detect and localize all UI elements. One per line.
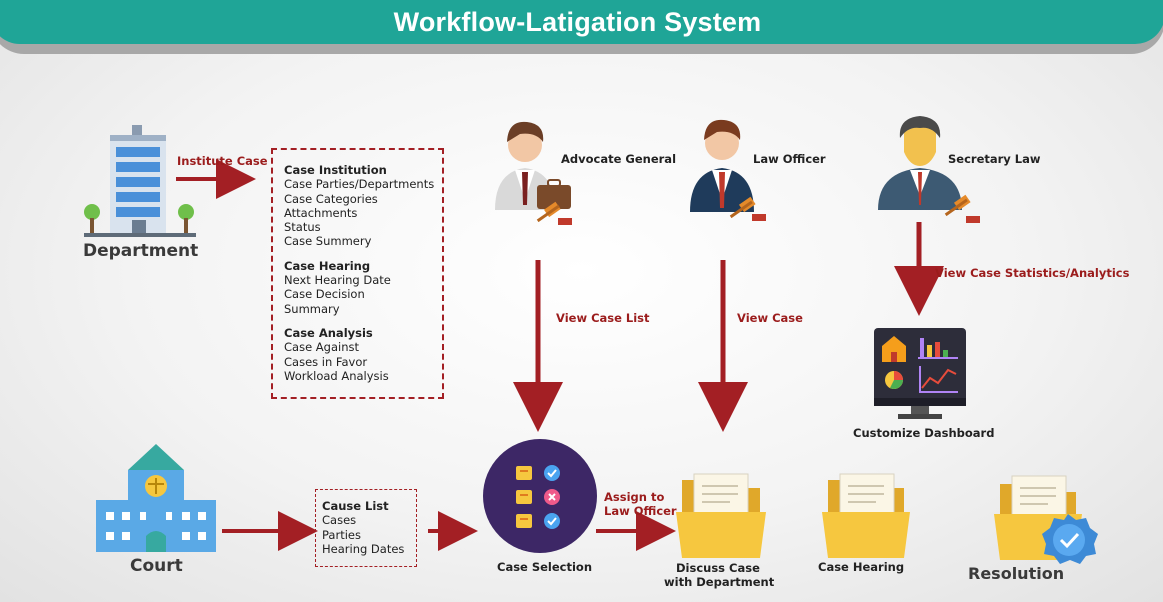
case-hearing-item: Next Hearing Date (284, 273, 391, 288)
case-institution-item: Case Parties/Departments (284, 177, 435, 192)
case-institution-item: Case Categories (284, 191, 378, 206)
assign-label-line2: Law Officer (604, 504, 677, 518)
verified-badge-icon (1042, 514, 1098, 564)
case-institution-item: Case Summery (284, 234, 372, 249)
page-title: Workflow-Latigation System (393, 6, 762, 37)
secretary-law-label: Secretary Law (948, 152, 1041, 166)
case-hearing-label: Case Hearing (818, 560, 905, 574)
case-details-box: Case Institution Case Parties/Department… (271, 148, 444, 399)
case-details-content: Case Institution Case Parties/Department… (284, 163, 434, 383)
view-stats-label: View Case Statistics/Analytics (935, 266, 1130, 280)
case-hearing-folder-icon (822, 473, 910, 558)
cause-list-item: Hearing Dates (322, 541, 405, 556)
dashboard-monitor-icon (874, 328, 966, 419)
discuss-case-folder-icon (676, 473, 766, 558)
case-analysis-item: Workload Analysis (284, 368, 389, 383)
cause-list-item: Cases (322, 513, 357, 528)
institute-case-label: Institute Case (177, 154, 268, 168)
title-banner: Workflow-Latigation System (0, 0, 1163, 44)
assign-label-line1: Assign to (604, 490, 665, 504)
case-hearing-item: Summary (284, 301, 340, 316)
cause-list-heading: Cause List (322, 499, 389, 513)
case-hearing-heading: Case Hearing (284, 258, 371, 273)
case-institution-item: Attachments (284, 205, 358, 220)
view-case-label: View Case (737, 311, 803, 325)
advocate-general-label: Advocate General (561, 152, 677, 166)
resolution-label: Resolution (968, 564, 1065, 583)
department-label: Department (83, 241, 199, 261)
discuss-case-label-line2: with Department (664, 575, 775, 589)
case-analysis-heading: Case Analysis (284, 325, 373, 340)
case-institution-item: Status (284, 220, 321, 235)
department-building-icon (84, 125, 196, 237)
law-officer-label: Law Officer (753, 152, 826, 166)
cause-list-box: Cause List Cases Parties Hearing Dates (315, 489, 417, 567)
cause-list-item: Parties (322, 527, 361, 542)
case-selection-icon (483, 439, 597, 553)
case-analysis-item: Cases in Favor (284, 354, 368, 369)
court-label: Court (130, 556, 183, 576)
case-selection-label: Case Selection (497, 560, 593, 574)
view-case-list-label: View Case List (556, 311, 650, 325)
cause-list-content: Cause List Cases Parties Hearing Dates (322, 499, 404, 556)
case-hearing-item: Case Decision (284, 287, 365, 302)
discuss-case-label-line1: Discuss Case (676, 561, 760, 575)
secretary-law-icon (878, 116, 980, 223)
case-institution-heading: Case Institution (284, 163, 387, 177)
case-analysis-item: Case Against (284, 340, 359, 355)
law-officer-icon (690, 119, 766, 221)
dashboard-label: Customize Dashboard (853, 426, 995, 440)
court-building-icon (96, 444, 216, 552)
advocate-general-icon (495, 121, 572, 225)
